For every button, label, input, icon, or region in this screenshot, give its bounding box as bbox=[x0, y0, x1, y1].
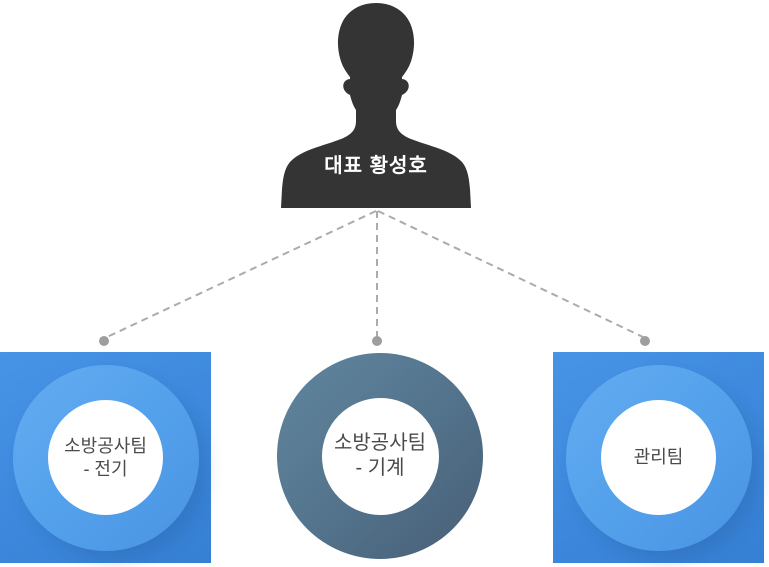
team-node-management-circle: 관리팀 bbox=[601, 400, 716, 515]
connector-line-right bbox=[377, 210, 644, 338]
connector-dot-middle bbox=[372, 336, 382, 346]
person-silhouette-icon bbox=[281, 3, 471, 208]
connector-lines bbox=[99, 210, 650, 346]
team-node-fire-mechanical-circle: 소방공사팀 - 기계 bbox=[321, 397, 439, 515]
team-node-management: 관리팀 bbox=[553, 352, 764, 563]
connector-dot-left bbox=[99, 336, 109, 346]
team-label-line2: - 전기 bbox=[83, 458, 128, 479]
connector-line-left bbox=[106, 210, 377, 338]
person-silhouette-shape bbox=[281, 3, 471, 208]
team-node-fire-electric-circle: 소방공사팀 - 전기 bbox=[48, 400, 163, 515]
ceo-label: 대표 황성호 bbox=[324, 155, 428, 177]
team-node-fire-electric: 소방공사팀 - 전기 bbox=[0, 352, 211, 563]
team-node-fire-electric-ring: 소방공사팀 - 전기 bbox=[12, 364, 199, 551]
team-label-line1: 관리팀 bbox=[633, 447, 684, 467]
team-label-line1: 소방공사팀 bbox=[64, 435, 147, 456]
team-node-fire-mechanical: 소방공사팀 - 기계 bbox=[277, 353, 483, 559]
team-label-line2: - 기계 bbox=[355, 457, 405, 479]
connector-dot-right bbox=[640, 336, 650, 346]
team-label-line1: 소방공사팀 bbox=[334, 432, 426, 454]
team-node-management-ring: 관리팀 bbox=[565, 364, 752, 551]
